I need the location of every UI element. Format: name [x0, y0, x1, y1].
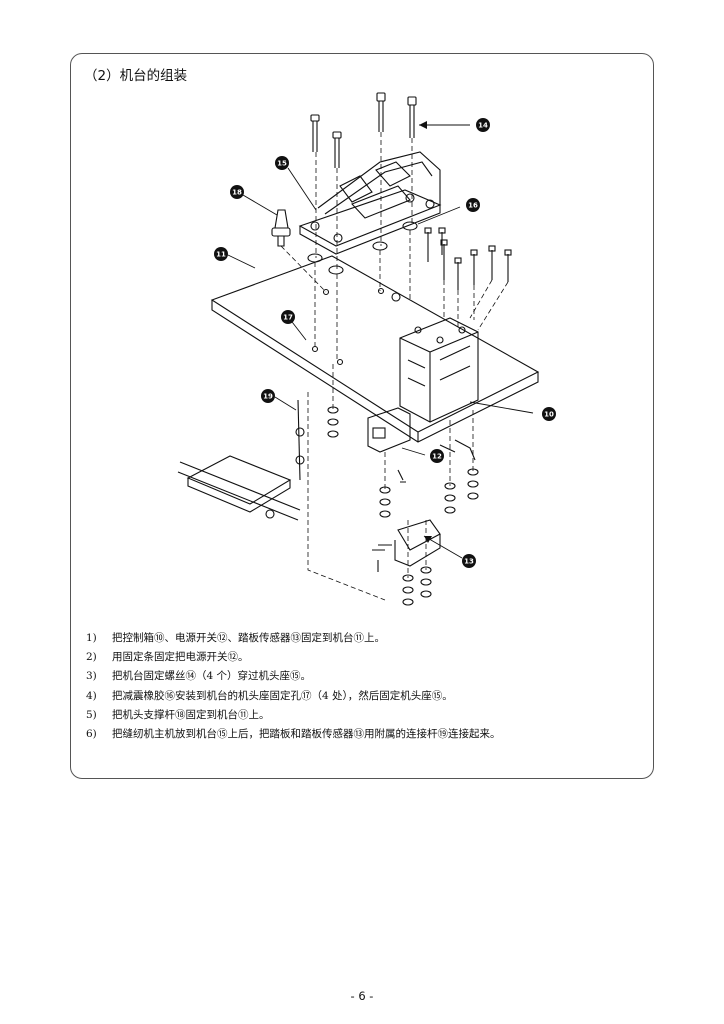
callout-17: 17: [281, 310, 295, 324]
step-text: 把缝纫机主机放到机台⑮上后，把踏板和踏板传感器⑬用附属的连接杆⑲连接起来。: [112, 727, 501, 740]
step-text: 把机头支撑杆⑱固定到机台⑪上。: [112, 708, 270, 721]
table-top: [210, 255, 540, 443]
step-number: 6): [86, 727, 97, 740]
svg-text:14: 14: [478, 122, 488, 130]
leader-arrows: [419, 121, 432, 543]
callout-18: 18: [230, 185, 244, 199]
callout-19: 19: [261, 389, 275, 403]
step-item: 5) 把机头支撑杆⑱固定到机台⑪上。: [86, 706, 646, 725]
svg-text:17: 17: [283, 314, 293, 322]
callout-12: 12: [430, 449, 444, 463]
step-item: 6) 把缝纫机主机放到机台⑮上后，把踏板和踏板传感器⑬用附属的连接杆⑲连接起来。: [86, 725, 646, 744]
step-item: 4) 把减震橡胶⑯安装到机台的机头座固定孔⑰（4 处），然后固定机头座⑮。: [86, 687, 646, 706]
step-item: 3) 把机台固定螺丝⑭（4 个）穿过机头座⑮。: [86, 667, 646, 686]
head-base: [298, 151, 442, 255]
svg-text:10: 10: [544, 411, 554, 419]
callout-11: 11: [214, 247, 228, 261]
svg-text:15: 15: [277, 160, 287, 168]
step-number: 3): [86, 670, 97, 683]
svg-text:13: 13: [464, 558, 474, 566]
callout-13: 13: [462, 554, 476, 568]
step-number: 5): [86, 708, 97, 721]
control-box-screws: [424, 227, 512, 290]
pedal-assembly: [177, 399, 305, 521]
callout-15: 15: [275, 156, 289, 170]
step-item: 1) 把控制箱⑩、电源开关⑫、踏板传感器⑬固定到机台⑪上。: [86, 629, 646, 648]
control-box: [399, 317, 479, 461]
head-base-screws: [310, 92, 417, 168]
head-support-rod: [271, 209, 291, 247]
pedal-sensor: [372, 519, 441, 572]
step-text: 把减震橡胶⑯安装到机台的机头座固定孔⑰（4 处），然后固定机头座⑮。: [112, 689, 453, 702]
callout-markers: 14 15 18 16 11 17 19 10: [214, 118, 556, 568]
svg-text:12: 12: [432, 453, 442, 461]
svg-text:16: 16: [468, 202, 478, 210]
step-text: 把控制箱⑩、电源开关⑫、踏板传感器⑬固定到机台⑪上。: [112, 632, 385, 644]
step-text: 用固定条固定把电源开关⑫。: [112, 651, 249, 664]
step-number: 2): [86, 651, 97, 664]
svg-text:18: 18: [232, 189, 242, 197]
power-switch: [367, 407, 411, 483]
leader-lines: [227, 124, 534, 559]
step-number: 4): [86, 689, 97, 702]
step-number: 1): [86, 632, 97, 644]
page-number: - 6 -: [350, 989, 374, 1003]
svg-text:11: 11: [216, 251, 226, 259]
step-item: 2) 用固定条固定把电源开关⑫。: [86, 648, 646, 667]
section-title: （2）机台的组装: [84, 68, 188, 84]
washers: [327, 406, 479, 606]
callout-10: 10: [542, 407, 556, 421]
step-text: 把机台固定螺丝⑭（4 个）穿过机头座⑮。: [112, 670, 312, 683]
callout-14: 14: [476, 118, 490, 132]
callout-16: 16: [466, 198, 480, 212]
content-frame: [70, 53, 654, 779]
assembly-guide-lines: [280, 132, 509, 601]
assembly-steps: 1) 把控制箱⑩、电源开关⑫、踏板传感器⑬固定到机台⑪上。 2) 用固定条固定把电源…: [86, 629, 646, 744]
svg-text:19: 19: [263, 393, 273, 401]
